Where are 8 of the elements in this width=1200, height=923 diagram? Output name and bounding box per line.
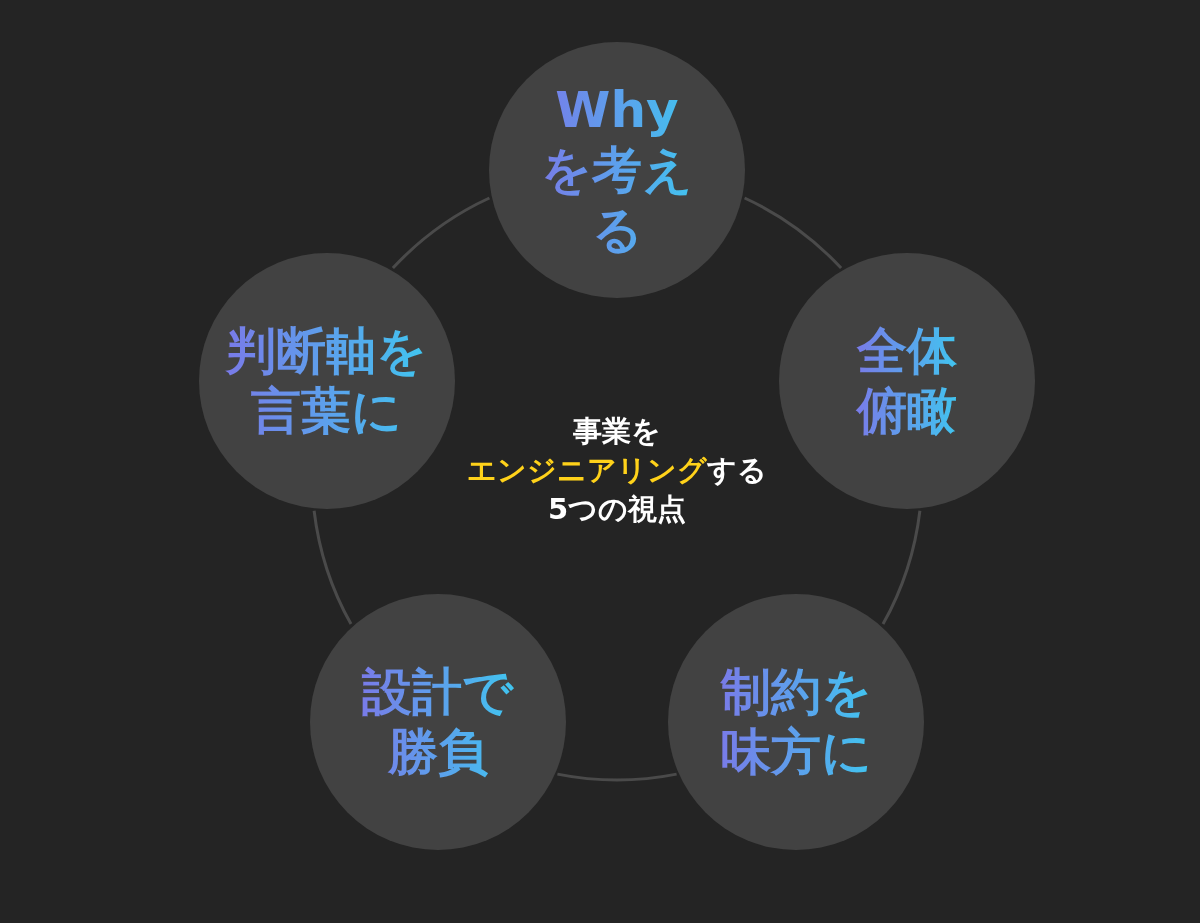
center-title: エンジニアリングする: [467, 452, 767, 490]
ring-arc: [391, 196, 491, 270]
ring-arc: [743, 196, 843, 270]
center-title: 事業を: [573, 413, 661, 450]
ring-arc: [557, 772, 677, 782]
ring-arc: [312, 510, 353, 625]
ring-arc: [881, 510, 922, 625]
center-title: 5つの視点: [547, 491, 687, 529]
